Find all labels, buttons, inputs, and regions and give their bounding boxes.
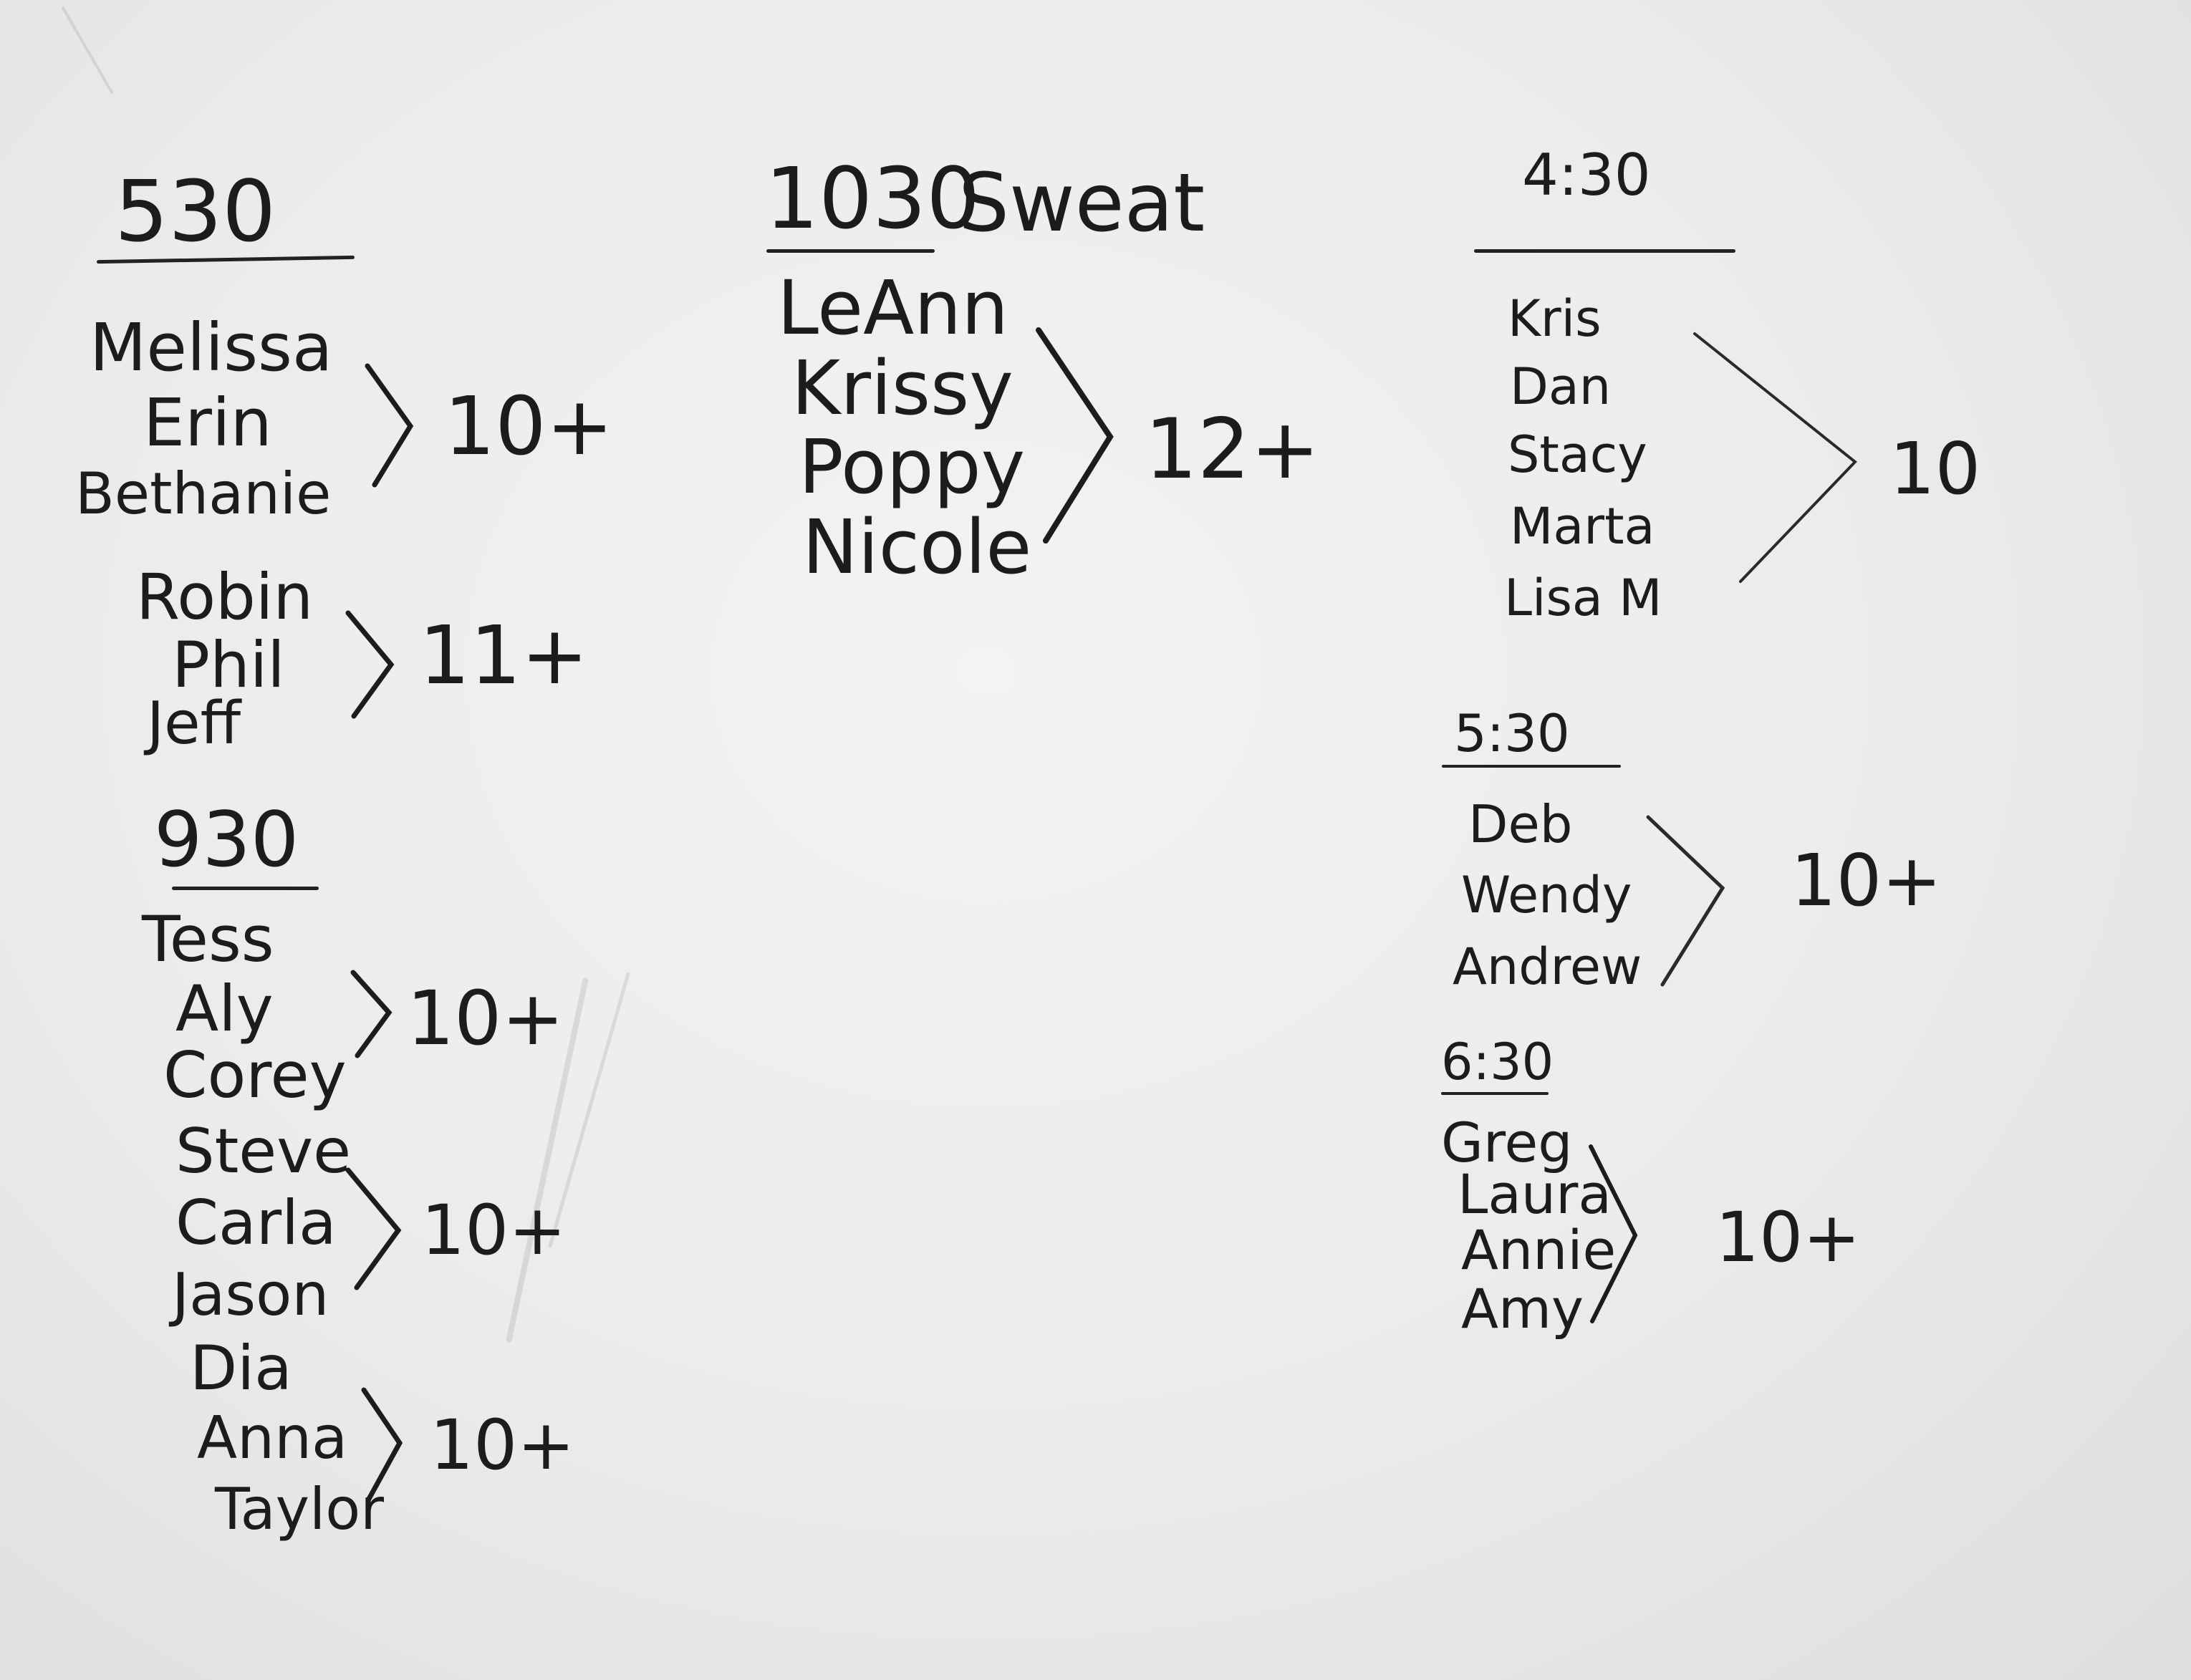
group-count: 10+: [444, 380, 614, 473]
group-member-name: Greg: [1441, 1111, 1573, 1174]
group-brace: [1589, 1144, 1638, 1323]
group-brace: [361, 1387, 403, 1503]
group-count: 10+: [421, 1190, 567, 1270]
section-title-1030: 1030: [765, 149, 981, 248]
group-member-name: Deb: [1468, 794, 1573, 854]
group-member-name: Jeff: [147, 690, 241, 758]
group-member-name: Amy: [1461, 1277, 1584, 1341]
group-member-name: Taylor: [215, 1476, 385, 1543]
group-member-name: Dia: [190, 1333, 292, 1404]
group-member-name: Corey: [163, 1038, 347, 1112]
group-member-name: Kris: [1508, 289, 1602, 348]
section-underline: [1474, 249, 1735, 253]
group-member-name: Bethanie: [75, 460, 332, 527]
group-member-name: Lisa M: [1504, 569, 1662, 627]
section-underline: [1442, 765, 1621, 768]
group-member-name: Tess: [142, 902, 274, 976]
group-member-name: Robin: [136, 560, 314, 634]
group-brace: [365, 363, 414, 488]
group-brace: [345, 610, 395, 719]
section-underline: [766, 249, 935, 253]
group-brace: [1693, 332, 1857, 583]
group-member-name: Phil: [172, 628, 285, 702]
group-count: 11+: [419, 609, 589, 703]
group-member-name: Erin: [143, 385, 272, 461]
group-member-name: Stacy: [1508, 425, 1647, 484]
group-brace: [1646, 815, 1725, 987]
group-member-name: Steve: [175, 1116, 352, 1187]
section-underline: [172, 887, 319, 890]
group-member-name: Aly: [175, 972, 274, 1046]
group-member-name: Annie: [1461, 1218, 1617, 1282]
group-brace: [345, 1167, 402, 1290]
group-member-name: Carla: [175, 1187, 337, 1259]
section-underline: [1441, 1092, 1549, 1095]
section-title-530-pm: 5:30: [1454, 703, 1570, 763]
group-member-name: Andrew: [1453, 937, 1642, 996]
group-member-name: Wendy: [1461, 866, 1632, 925]
group-count: 10+: [1791, 839, 1942, 922]
group-member-name: Dan: [1510, 357, 1612, 416]
group-member-name: Poppy: [799, 423, 1026, 511]
smudge-mark: [61, 6, 114, 95]
group-member-name: Melissa: [90, 309, 333, 386]
group-member-name: LeAnn: [777, 264, 1009, 352]
section-title-suffix: Sweat: [958, 157, 1205, 250]
section-title-630: 6:30: [1441, 1033, 1554, 1091]
group-member-name: Laura: [1458, 1162, 1612, 1226]
section-title-930: 930: [154, 796, 299, 884]
group-brace: [1036, 327, 1114, 544]
group-member-name: Jason: [172, 1261, 329, 1329]
group-count: 12+: [1145, 401, 1320, 498]
group-count: 10+: [1715, 1197, 1861, 1278]
group-count: 10: [1889, 427, 1981, 511]
section-title-530: 530: [115, 162, 276, 261]
group-member-name: Krissy: [791, 344, 1013, 432]
group-member-name: Nicole: [802, 503, 1032, 591]
group-count: 10+: [430, 1405, 575, 1485]
section-title-430: 4:30: [1522, 142, 1651, 208]
group-brace: [350, 970, 393, 1058]
group-member-name: Anna: [197, 1404, 348, 1472]
group-member-name: Marta: [1510, 497, 1655, 556]
group-count: 10+: [407, 975, 564, 1062]
